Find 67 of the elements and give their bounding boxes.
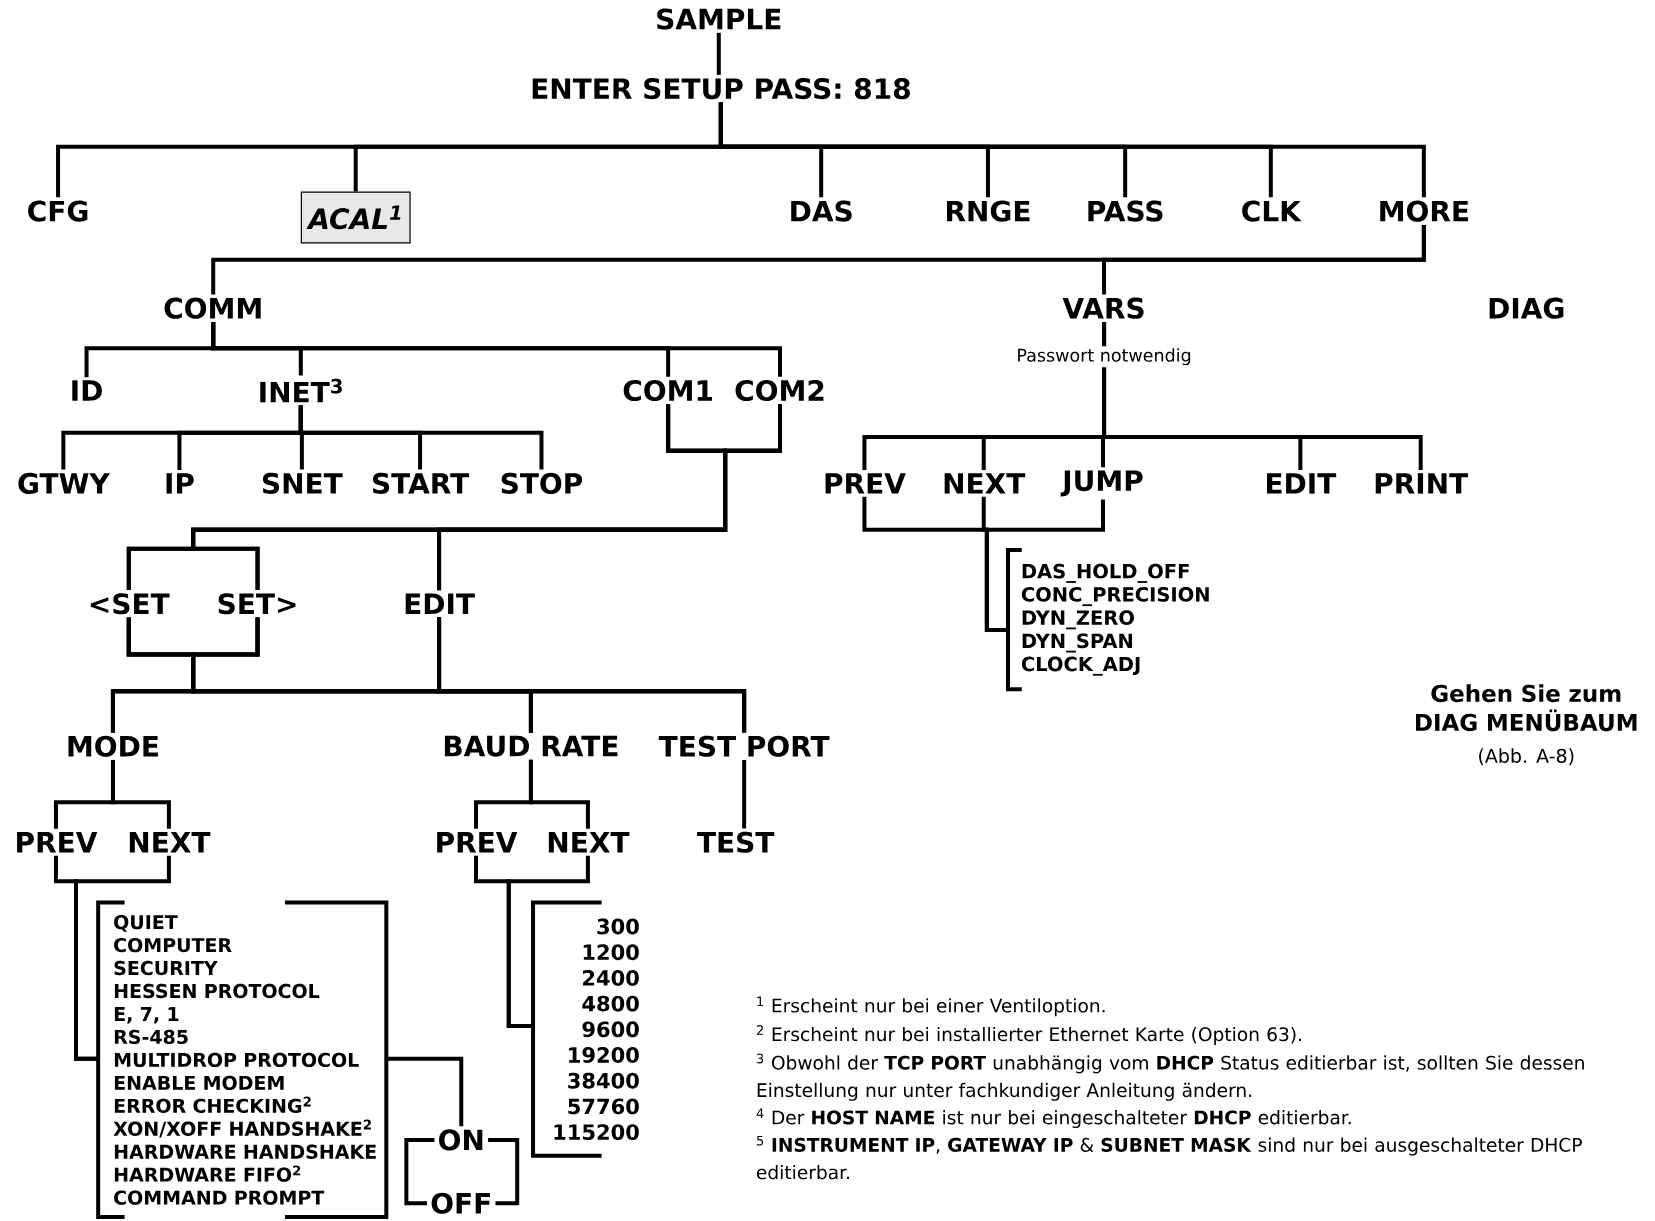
menu-item: ENTER SETUP PASS: 818: [532, 78, 910, 100]
menu-item: CLK: [1242, 200, 1302, 222]
option-list: 300 1200 2400 4800 9600 19200 38400 57760 115200: [531, 900, 639, 1158]
connector-line: [742, 760, 747, 829]
connector-line: [211, 322, 782, 377]
connector-line: [718, 102, 1426, 198]
menu-item: COMM: [164, 297, 261, 319]
menu-item: NEXT: [944, 473, 1026, 494]
menu-item: PREV: [437, 832, 518, 853]
menu-item: JUMP: [1060, 470, 1143, 497]
menu-item: SNET: [262, 472, 343, 494]
menu-item: MORE: [1380, 200, 1468, 222]
menu-item: CFG: [28, 200, 88, 222]
menu-item: ON: [439, 1129, 483, 1151]
menu-item: NEXT: [129, 832, 211, 853]
menu-item: PREV: [17, 832, 98, 853]
connector-line: [488, 1137, 520, 1206]
connector-line: [298, 405, 544, 470]
menu-item: PRINT: [1375, 473, 1469, 494]
connector-line: [716, 32, 721, 75]
connector-line: [437, 404, 782, 591]
menu-item: IP: [166, 473, 194, 494]
menu-item: PREV: [825, 473, 906, 494]
menu-item: BAUD RATE: [444, 735, 618, 757]
edge-label: Passwort notwendig: [1014, 346, 1194, 368]
menu-item: VARS: [1062, 297, 1144, 319]
connector-line: [404, 1137, 435, 1206]
connector-line: [984, 499, 1105, 633]
footnote: $^{2}$ Erscheint nur bei installierter Ethernet Karte (Option 63).: [756, 1025, 1301, 1045]
menu-item: SET>: [218, 593, 296, 615]
connector-line: [1102, 224, 1426, 295]
connector-line: [110, 760, 171, 829]
menu-item: DAS: [791, 200, 852, 222]
connector-line: [528, 759, 590, 829]
menu-item: EDIT: [1267, 473, 1337, 494]
menu-item: MODE: [68, 735, 158, 757]
connector-line: [506, 855, 590, 1028]
note-text: Gehen Sie zum DIAG MENÜBAUM: [1416, 684, 1637, 732]
footnote: $^{1}$ Erscheint nur bei einer Ventiloption.: [757, 996, 1105, 1017]
option-list: DAS_HOLD_OFF CONC_PRECISION DYN_ZERO DYN_SPAN CLOCK_ADJ: [1006, 547, 1209, 692]
footnote: $^{3}$ Obwohl der TCP PORT unabhängig vom DHCP Status editierbar ist, sollten Sie dessen Einstellung nur unter fachkundiger Anleitung ändern.: [756, 1053, 1584, 1101]
footnote: $^{5}$ INSTRUMENT IP, GATEWAY IP & SUBNET MASK sind nur bei ausgeschalteter DHCP editierbar.: [756, 1135, 1582, 1180]
menu-item: STOP: [501, 472, 583, 494]
menu-item: START: [373, 472, 469, 494]
connector-line: [386, 1056, 464, 1127]
note-text: (Abb. A-8): [1479, 748, 1574, 766]
menu-item: PASS: [1088, 200, 1163, 222]
menu-item: EDIT: [405, 593, 475, 614]
menu-item: ID: [72, 380, 102, 401]
menu-item: NEXT: [548, 832, 630, 853]
connector-line: [437, 617, 747, 733]
menu-item: INET$^{3}$: [260, 378, 342, 403]
menu-item: GTWY: [18, 472, 110, 494]
menu-item: DIAG: [1489, 297, 1564, 319]
menu-item: TEST: [697, 831, 775, 853]
footnote: $^{4}$ Der HOST NAME ist nur bei eingeschalteter DHCP editierbar.: [756, 1108, 1351, 1129]
menu-item: TEST PORT: [658, 735, 830, 757]
connector-line: [1102, 322, 1423, 470]
menu-item: SAMPLE: [657, 8, 781, 30]
menu-item: COM2: [735, 379, 824, 402]
option-list: QUIET COMPUTER SECURITY HESSEN PROTOCOL E, 7, 1 RS-485 MULTIDROP PROTOCOL ENABLE MODEM ERROR CHECKING$^{2}$ XON/XOFF HANDSHAKE$^{2}$ HARDWARE HANDSHAKE HARDWARE FIFO$^{2}$ COMMAND PROMPT: [96, 900, 389, 1219]
connector-line: [74, 855, 171, 1061]
menu-item: OFF: [431, 1192, 490, 1214]
menu-item-box: ACAL$^{1}$: [300, 191, 411, 244]
menu-item: <SET: [90, 593, 170, 615]
menu-item: RNGE: [946, 200, 1030, 222]
menu-item: COM1: [623, 379, 713, 402]
